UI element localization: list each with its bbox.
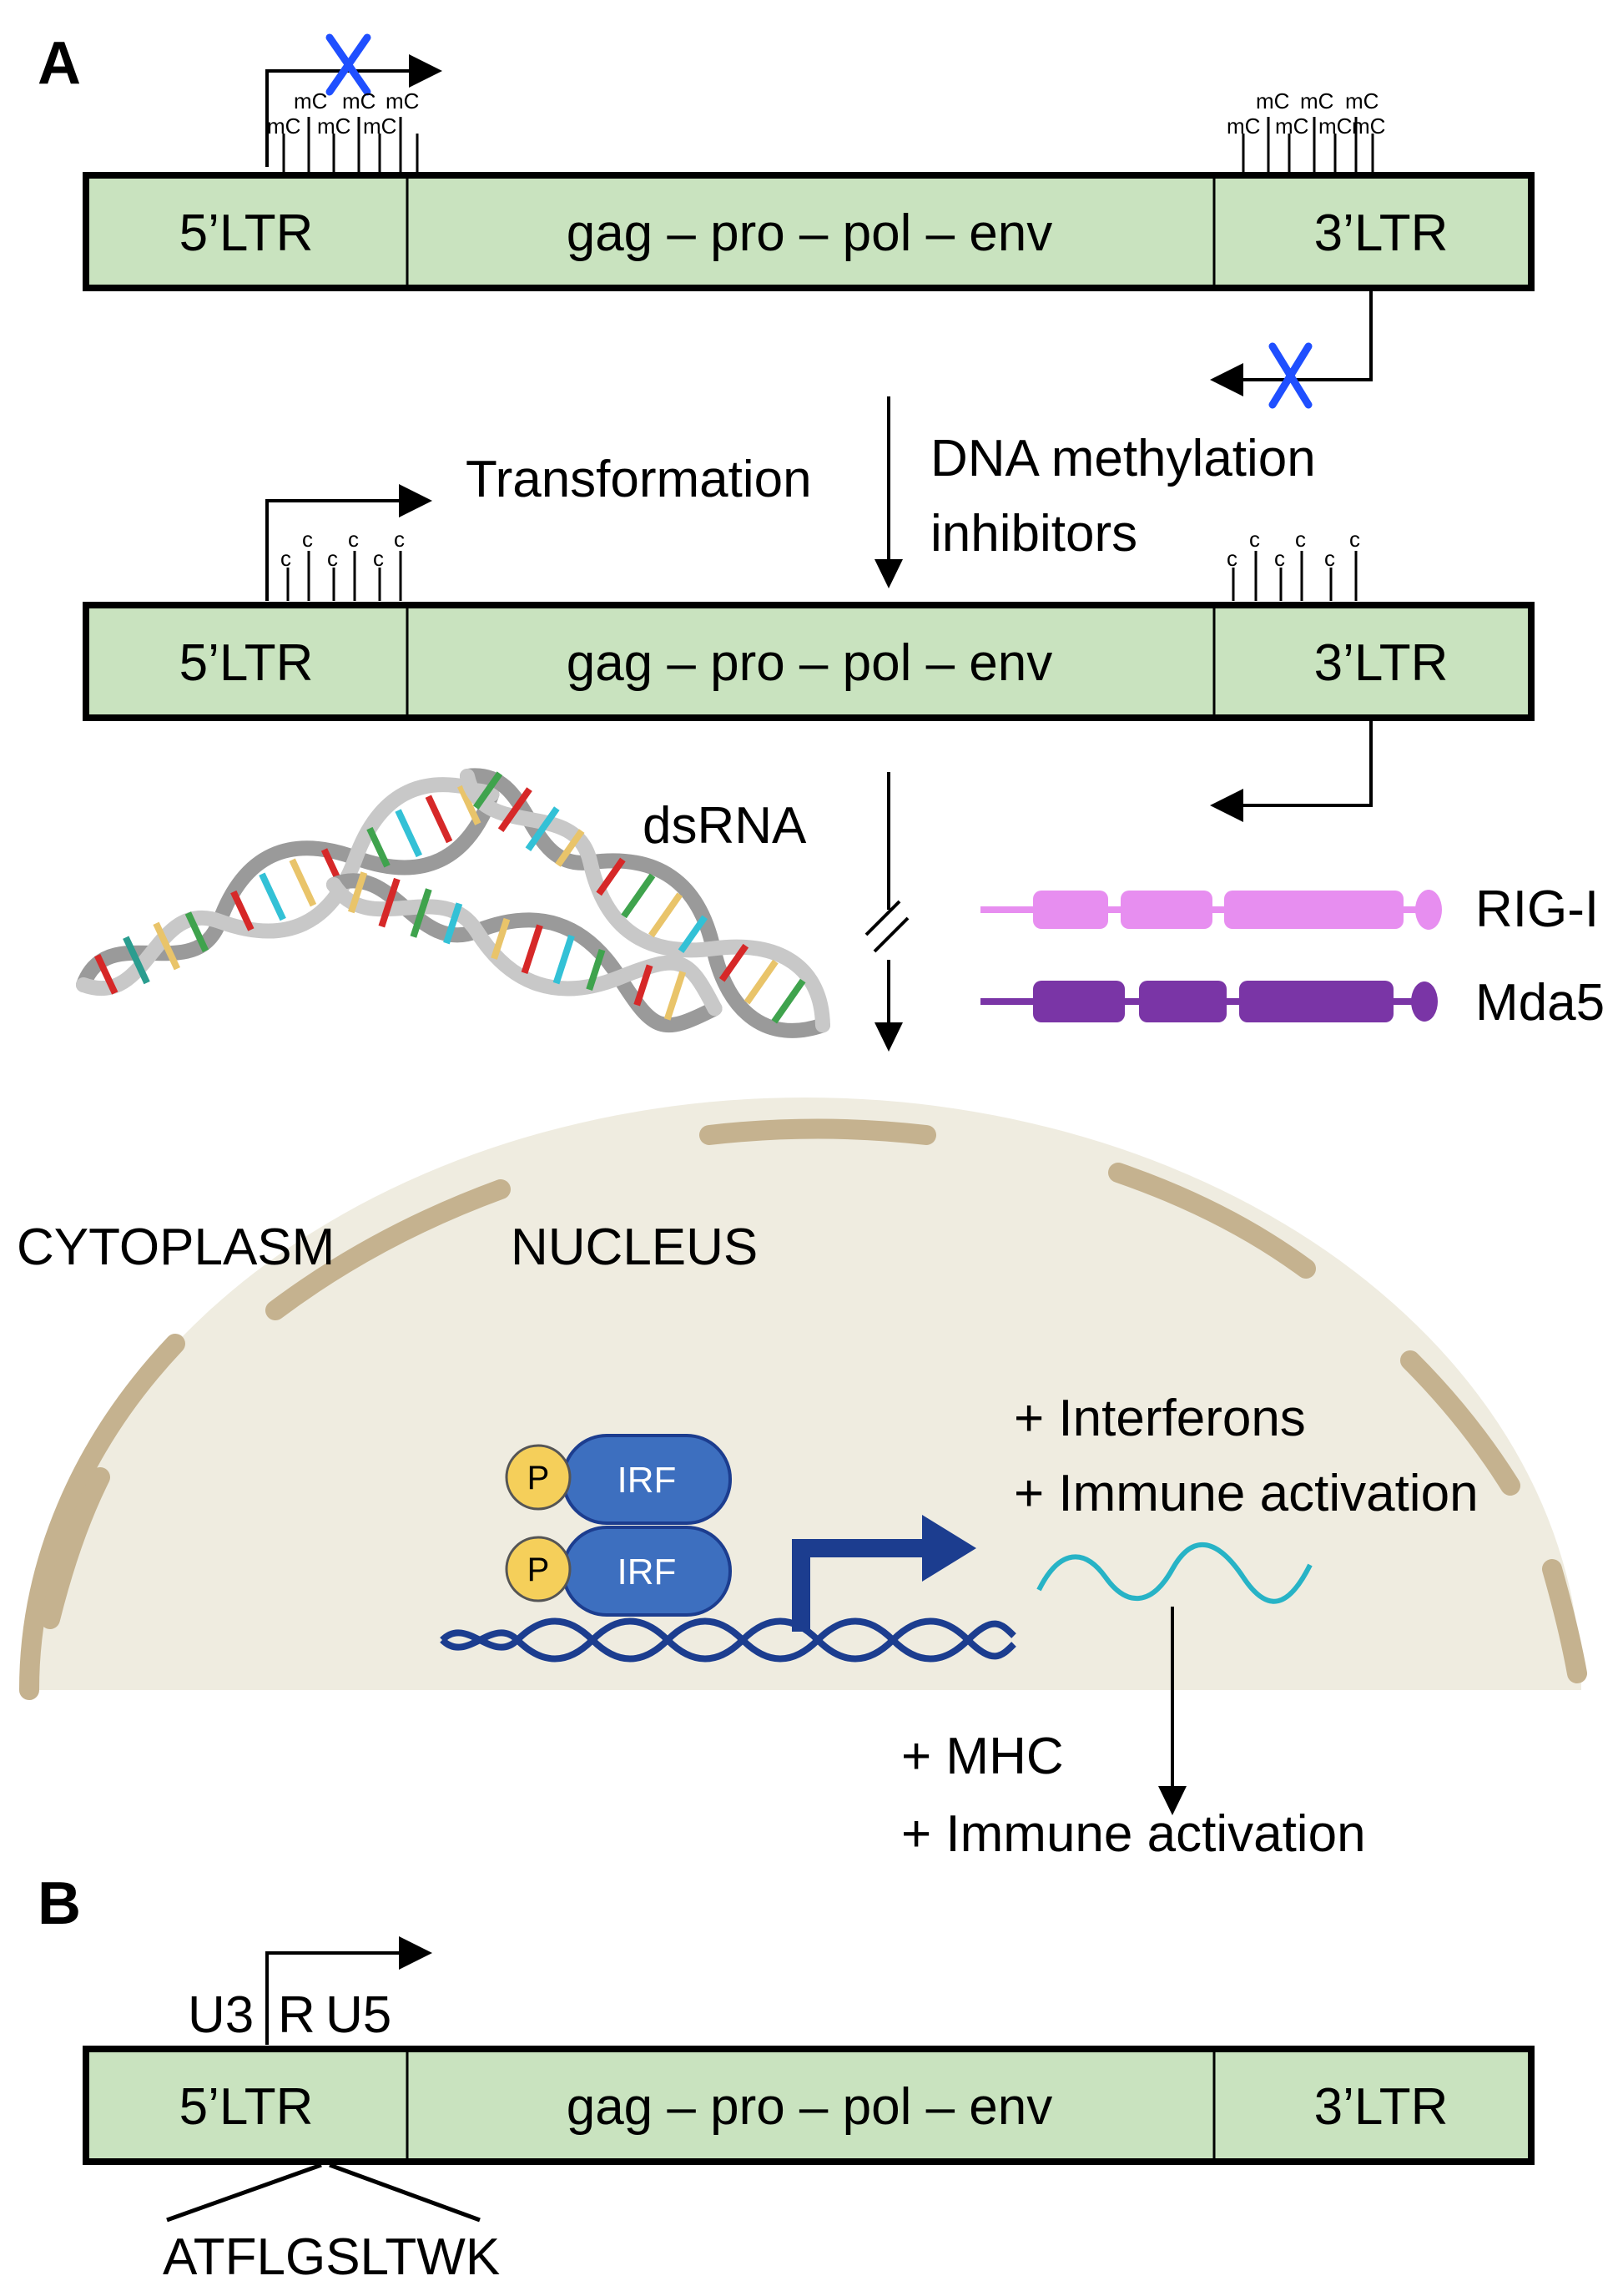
- outcome-immune-activation-nuclear: + Immune activation: [1014, 1465, 1479, 1522]
- rig-i-protein: [980, 890, 1442, 930]
- svg-text:mC: mC: [1318, 114, 1352, 139]
- peptide-sequence: ATFLGSLTWK: [163, 2228, 500, 2286]
- segment-5ltr: 5’LTR: [179, 634, 314, 692]
- svg-text:mC: mC: [1227, 114, 1260, 139]
- svg-text:mC: mC: [317, 114, 350, 139]
- svg-text:c: c: [348, 527, 359, 552]
- unmethylated-marks-3ltr: [1232, 551, 1358, 601]
- panel-a-label: A: [38, 30, 81, 97]
- inhibitor-label-1: DNA methylation: [930, 430, 1316, 487]
- svg-text:c: c: [1249, 527, 1260, 552]
- svg-text:mC: mC: [1352, 114, 1385, 139]
- phospho-label-bottom: P: [527, 1552, 550, 1588]
- dsrna-label: dsRNA: [643, 797, 807, 855]
- dsrna-helix-icon: [76, 768, 830, 1038]
- svg-text:mC: mC: [294, 88, 327, 114]
- rig-i-label: RIG-I: [1475, 881, 1599, 938]
- mda5-label: Mda5: [1475, 974, 1605, 1032]
- irf-label-top: IRF: [617, 1460, 677, 1501]
- svg-text:c: c: [302, 527, 313, 552]
- methylation-labels-3ltr: mC mC mC mC mC mC mC: [1227, 88, 1385, 139]
- svg-text:mC: mC: [1275, 114, 1308, 139]
- segment-5ltr: 5’LTR: [179, 204, 314, 262]
- svg-text:c: c: [373, 546, 384, 571]
- svg-text:c: c: [1349, 527, 1360, 552]
- nucleus: [18, 1098, 1587, 1700]
- svg-text:mC: mC: [1345, 88, 1379, 114]
- phospho-label-top: P: [527, 1460, 550, 1496]
- transformation-label: Transformation: [466, 451, 812, 508]
- block-x-icon: [325, 33, 371, 96]
- segment-gag-pro-pol-env: gag – pro – pol – env: [567, 204, 1053, 262]
- svg-text:mC: mC: [363, 114, 396, 139]
- methylation-marks-3ltr: [1242, 117, 1374, 175]
- outcome-interferons: + Interferons: [1014, 1390, 1306, 1447]
- ltr-region-r: R: [278, 1986, 315, 2044]
- svg-text:c: c: [280, 546, 291, 571]
- irf-label-bottom: IRF: [617, 1552, 677, 1592]
- svg-text:c: c: [1324, 546, 1335, 571]
- unmethylated-marks-5ltr: [286, 551, 402, 601]
- svg-text:c: c: [394, 527, 405, 552]
- segment-5ltr: 5’LTR: [179, 2078, 314, 2136]
- mrna-wave-icon: [1036, 1542, 1313, 1604]
- irf-dimer-icon: [505, 1434, 732, 1617]
- transition-arrow-interrupted: [864, 772, 910, 1052]
- methylation-labels-5ltr: mC mC mC mC mC mC mC: [267, 88, 419, 139]
- promoter-panel-b: [265, 1936, 432, 2045]
- block-x-icon: [1268, 342, 1313, 409]
- dna-icon: [440, 1617, 1016, 1663]
- genome-demethylated: 5’LTR gag – pro – pol – env 3’LTR: [83, 602, 1535, 721]
- mda5-protein: [980, 981, 1438, 1022]
- outcome-mhc: + MHC: [901, 1728, 1064, 1785]
- peptide-callout: [166, 2162, 481, 2223]
- genome-methylated: 5’LTR gag – pro – pol – env 3’LTR: [83, 172, 1535, 291]
- segment-3ltr: 3’LTR: [1314, 2078, 1449, 2136]
- ltr-region-u5: U5: [325, 1986, 391, 2044]
- unmethylated-labels-5ltr: c c c c c c: [280, 527, 405, 571]
- promoter-5-active: [265, 484, 432, 601]
- segment-3ltr: 3’LTR: [1314, 634, 1449, 692]
- promoter-3-blocked: [1210, 288, 1373, 409]
- segment-3ltr: 3’LTR: [1314, 204, 1449, 262]
- svg-text:mC: mC: [386, 88, 419, 114]
- outcome-immune-activation-cell: + Immune activation: [901, 1805, 1366, 1863]
- transcription-start-arrow: [792, 1515, 976, 1632]
- segment-gag-pro-pol-env: gag – pro – pol – env: [567, 2078, 1053, 2136]
- svg-text:mC: mC: [342, 88, 376, 114]
- ltr-region-u3: U3: [188, 1986, 254, 2044]
- svg-text:c: c: [1274, 546, 1285, 571]
- methylation-marks-5ltr: [282, 117, 419, 175]
- genome-panel-b: 5’LTR gag – pro – pol – env 3’LTR: [83, 2046, 1535, 2165]
- nuclear-envelope: [40, 1118, 1587, 1683]
- nucleus-label: NUCLEUS: [511, 1219, 758, 1276]
- promoter-5-blocked: [265, 33, 442, 167]
- segment-gag-pro-pol-env: gag – pro – pol – env: [567, 634, 1053, 692]
- svg-text:c: c: [1227, 546, 1237, 571]
- inhibitor-label-2: inhibitors: [930, 505, 1137, 563]
- svg-text:mC: mC: [1300, 88, 1333, 114]
- panel-b-label: B: [38, 1870, 81, 1937]
- svg-text:c: c: [327, 546, 338, 571]
- svg-text:mC: mC: [1256, 88, 1289, 114]
- cytoplasm-label: CYTOPLASM: [17, 1219, 335, 1276]
- unmethylated-labels-3ltr: c c c c c c: [1227, 527, 1360, 571]
- svg-text:mC: mC: [267, 114, 300, 139]
- svg-text:c: c: [1295, 527, 1306, 552]
- promoter-3-active: [1210, 718, 1373, 822]
